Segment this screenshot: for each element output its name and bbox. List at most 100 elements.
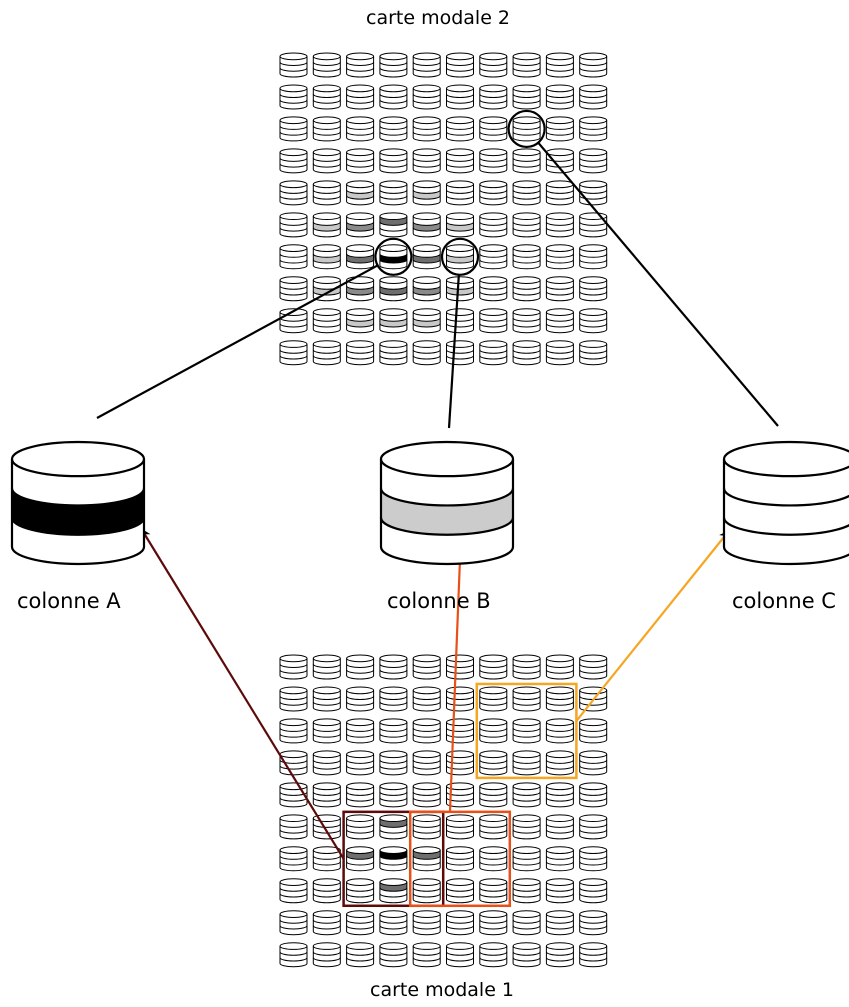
map-cell-icon [412,782,441,808]
map-cell-icon [545,814,574,840]
map-cell-icon [579,84,608,110]
map-cell-icon [479,654,508,680]
map-cell-icon [446,148,474,174]
map-cell-icon [545,750,574,776]
map-cell-icon [312,782,341,808]
map-cell-icon [479,180,508,206]
modal-map-1-grid [279,654,608,968]
map-cell-icon [479,52,508,78]
map-cell-icon [545,52,574,78]
map-cell-icon [346,116,375,142]
map-cell-icon [346,686,375,712]
map-cell-icon [312,340,341,366]
map-cell-icon [579,718,608,744]
map-cell-icon [545,846,574,872]
map-cell-icon [579,148,608,174]
map-cell-icon [279,686,308,712]
map-cell-icon [279,52,308,78]
map-cell-icon [479,910,508,936]
map-cell-icon [379,116,408,142]
map-cell-icon [412,750,441,776]
map-cell-icon [412,654,441,680]
circled-cell-marker [440,237,480,276]
map-cell-icon [346,84,375,110]
map-cell-icon [479,244,508,270]
map-cell-icon [279,244,308,270]
map-cell-icon [279,116,308,142]
map-cell-icon [479,148,508,174]
map-cell-icon [312,148,341,174]
circled-cell-marker [374,237,413,276]
highlighted-cell-icon [446,212,474,238]
brown-selection-box [342,810,445,908]
map-cell-icon [579,910,608,936]
map-cell-icon [346,910,375,936]
map-cell-icon [512,244,541,270]
modal-map-2-circles [374,109,546,276]
columns-group [10,440,849,566]
map-cell-icon [545,654,574,680]
map-cell-icon [312,84,341,110]
map-cell-icon [579,750,608,776]
map-cell-icon [446,910,474,936]
map-cell-icon [379,340,408,366]
map-cell-icon [412,84,441,110]
map-cell-icon [346,340,375,366]
highlighted-cell-icon [312,244,341,270]
map-cell-icon [579,52,608,78]
brown-to-columnA-arrow [140,528,345,860]
highlighted-cell-icon [446,276,474,302]
map-cell-icon [412,878,441,904]
map-cell-icon [346,718,375,744]
map-cell-icon [545,910,574,936]
map-cell-icon [379,148,408,174]
map-cell-icon [545,782,574,808]
map-cell-icon [446,84,474,110]
highlighted-cell-icon [379,244,408,270]
highlighted-cell-icon [412,244,441,270]
map-cell-icon [479,84,508,110]
map-cell-icon [545,212,574,238]
map-cell-icon [279,84,308,110]
highlighted-cell-icon [379,308,408,334]
map-cell-icon [412,718,441,744]
map-cell-icon [579,814,608,840]
map-cell-icon [379,686,408,712]
map-cell-icon [479,878,508,904]
map-cell-icon [312,686,341,712]
map-cell-icon [545,686,574,712]
map-cell-icon [412,910,441,936]
map-cell-icon [512,212,541,238]
map-cell-icon [379,84,408,110]
map-cell-icon [312,750,341,776]
highlighted-cell-icon [412,276,441,302]
map-cell-icon [379,718,408,744]
map-cell-icon [545,180,574,206]
highlighted-cell-icon [346,846,375,872]
map-cell-icon [579,878,608,904]
map-cell-icon [479,814,508,840]
map-cell-icon [446,878,474,904]
highlighted-cell-icon [412,308,441,334]
map-cell-icon [446,654,474,680]
map-cell-icon [346,878,375,904]
map2-to-columnB-line [447,274,460,429]
map-cell-icon [279,148,308,174]
map-cell-icon [346,750,375,776]
map-cell-icon [279,654,308,680]
map-cell-icon [579,942,608,968]
map-cell-icon [512,718,541,744]
orange-to-columnC-arrow [575,530,730,722]
map-cell-icon [312,180,341,206]
map-cell-icon [379,654,408,680]
map-cell-icon [512,116,541,142]
map-cell-icon [346,814,375,840]
map-cell-icon [512,814,541,840]
map-cell-icon [545,116,574,142]
map-cell-icon [479,750,508,776]
map-cell-icon [312,308,341,334]
column-a-label: colonne A [17,589,121,613]
map2-to-columnC-line [537,141,779,427]
highlighted-cell-icon [379,846,408,872]
